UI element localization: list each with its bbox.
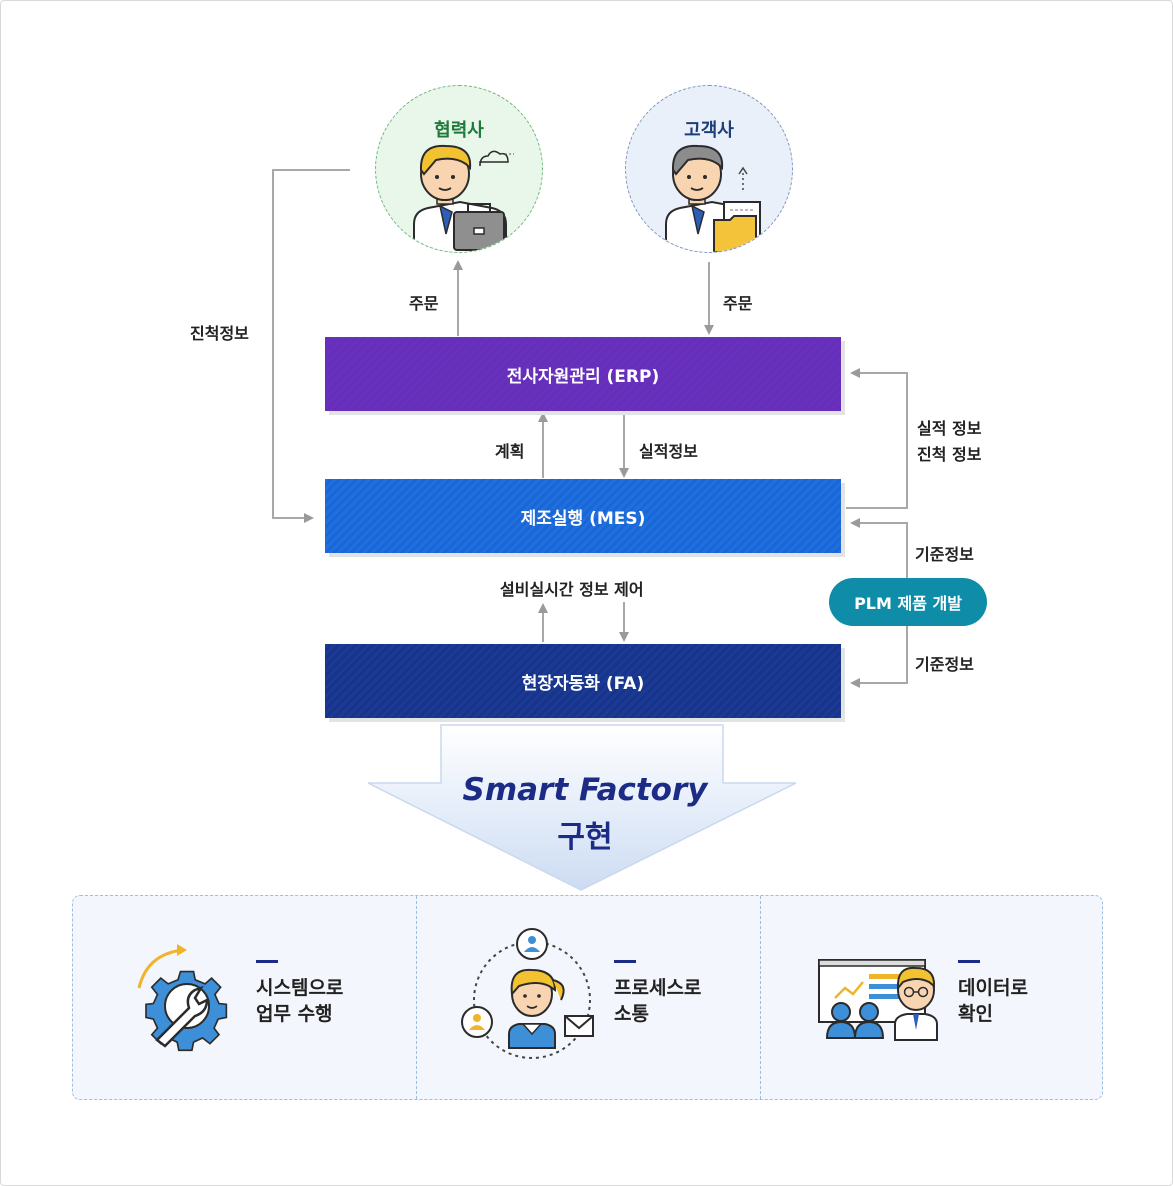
smart-factory-subtitle: 구현 — [557, 820, 613, 855]
benefit-data: 데이터로 확인 — [760, 896, 1104, 1099]
smart-factory-title: Smart Factory — [462, 772, 708, 808]
erp-box: 전사자원관리 (ERP) — [325, 337, 841, 411]
benefits-panel: 시스템으로 업무 수행 프로세스로 소통 — [72, 895, 1103, 1100]
feedback-line-right — [846, 368, 908, 509]
equipment-label: 설비실시간 정보 제어 — [500, 580, 644, 599]
progress-label: 진척정보 — [190, 324, 249, 343]
standard-label-top: 기준정보 — [915, 545, 974, 564]
businessman-briefcase-icon — [413, 144, 514, 252]
title-dash — [614, 960, 636, 963]
order-label-right: 주문 — [723, 294, 753, 313]
benefit-process-text: 프로세스로 소통 — [614, 960, 701, 1027]
benefit-system: 시스템으로 업무 수행 — [73, 896, 416, 1099]
plm-to-fa-line — [850, 626, 908, 688]
presentation-chart-icon — [818, 959, 938, 1041]
plan-label: 계획 — [495, 442, 525, 461]
plm-pill: PLM 제품 개발 — [829, 578, 987, 626]
mes-box: 제조실행 (MES) — [325, 479, 841, 553]
gear-wrench-icon — [137, 944, 228, 1052]
standard-label-bottom: 기준정보 — [915, 655, 974, 674]
progress-info-label: 진척 정보 — [917, 445, 982, 464]
result-label: 실적정보 — [639, 442, 698, 461]
benefit-data-text: 데이터로 확인 — [958, 960, 1028, 1027]
result-info-label: 실적 정보 — [917, 419, 982, 438]
benefit-system-line2: 업무 수행 — [256, 1003, 333, 1025]
benefit-process-line1: 프로세스로 — [614, 977, 702, 999]
benefit-process: 프로세스로 소통 — [416, 896, 760, 1099]
benefit-data-line2: 확인 — [958, 1003, 993, 1025]
title-dash — [256, 960, 278, 963]
order-label-left: 주문 — [409, 294, 439, 313]
fa-box: 현장자동화 (FA) — [325, 644, 841, 718]
customer-title: 고객사 — [684, 120, 734, 141]
customer-node: 고객사 — [625, 85, 793, 253]
benefit-process-line2: 소통 — [614, 1003, 649, 1025]
benefit-data-line1: 데이터로 — [958, 977, 1028, 999]
businessman-document-icon — [665, 144, 761, 252]
benefit-system-line1: 시스템으로 — [256, 977, 344, 999]
partner-node: 협력사 — [375, 85, 543, 253]
progress-line-left — [272, 169, 350, 523]
partner-title: 협력사 — [434, 120, 484, 141]
title-dash — [958, 960, 980, 963]
people-network-icon — [461, 928, 594, 1059]
benefit-system-text: 시스템으로 업무 수행 — [256, 960, 343, 1027]
plm-to-mes-line — [850, 518, 908, 578]
